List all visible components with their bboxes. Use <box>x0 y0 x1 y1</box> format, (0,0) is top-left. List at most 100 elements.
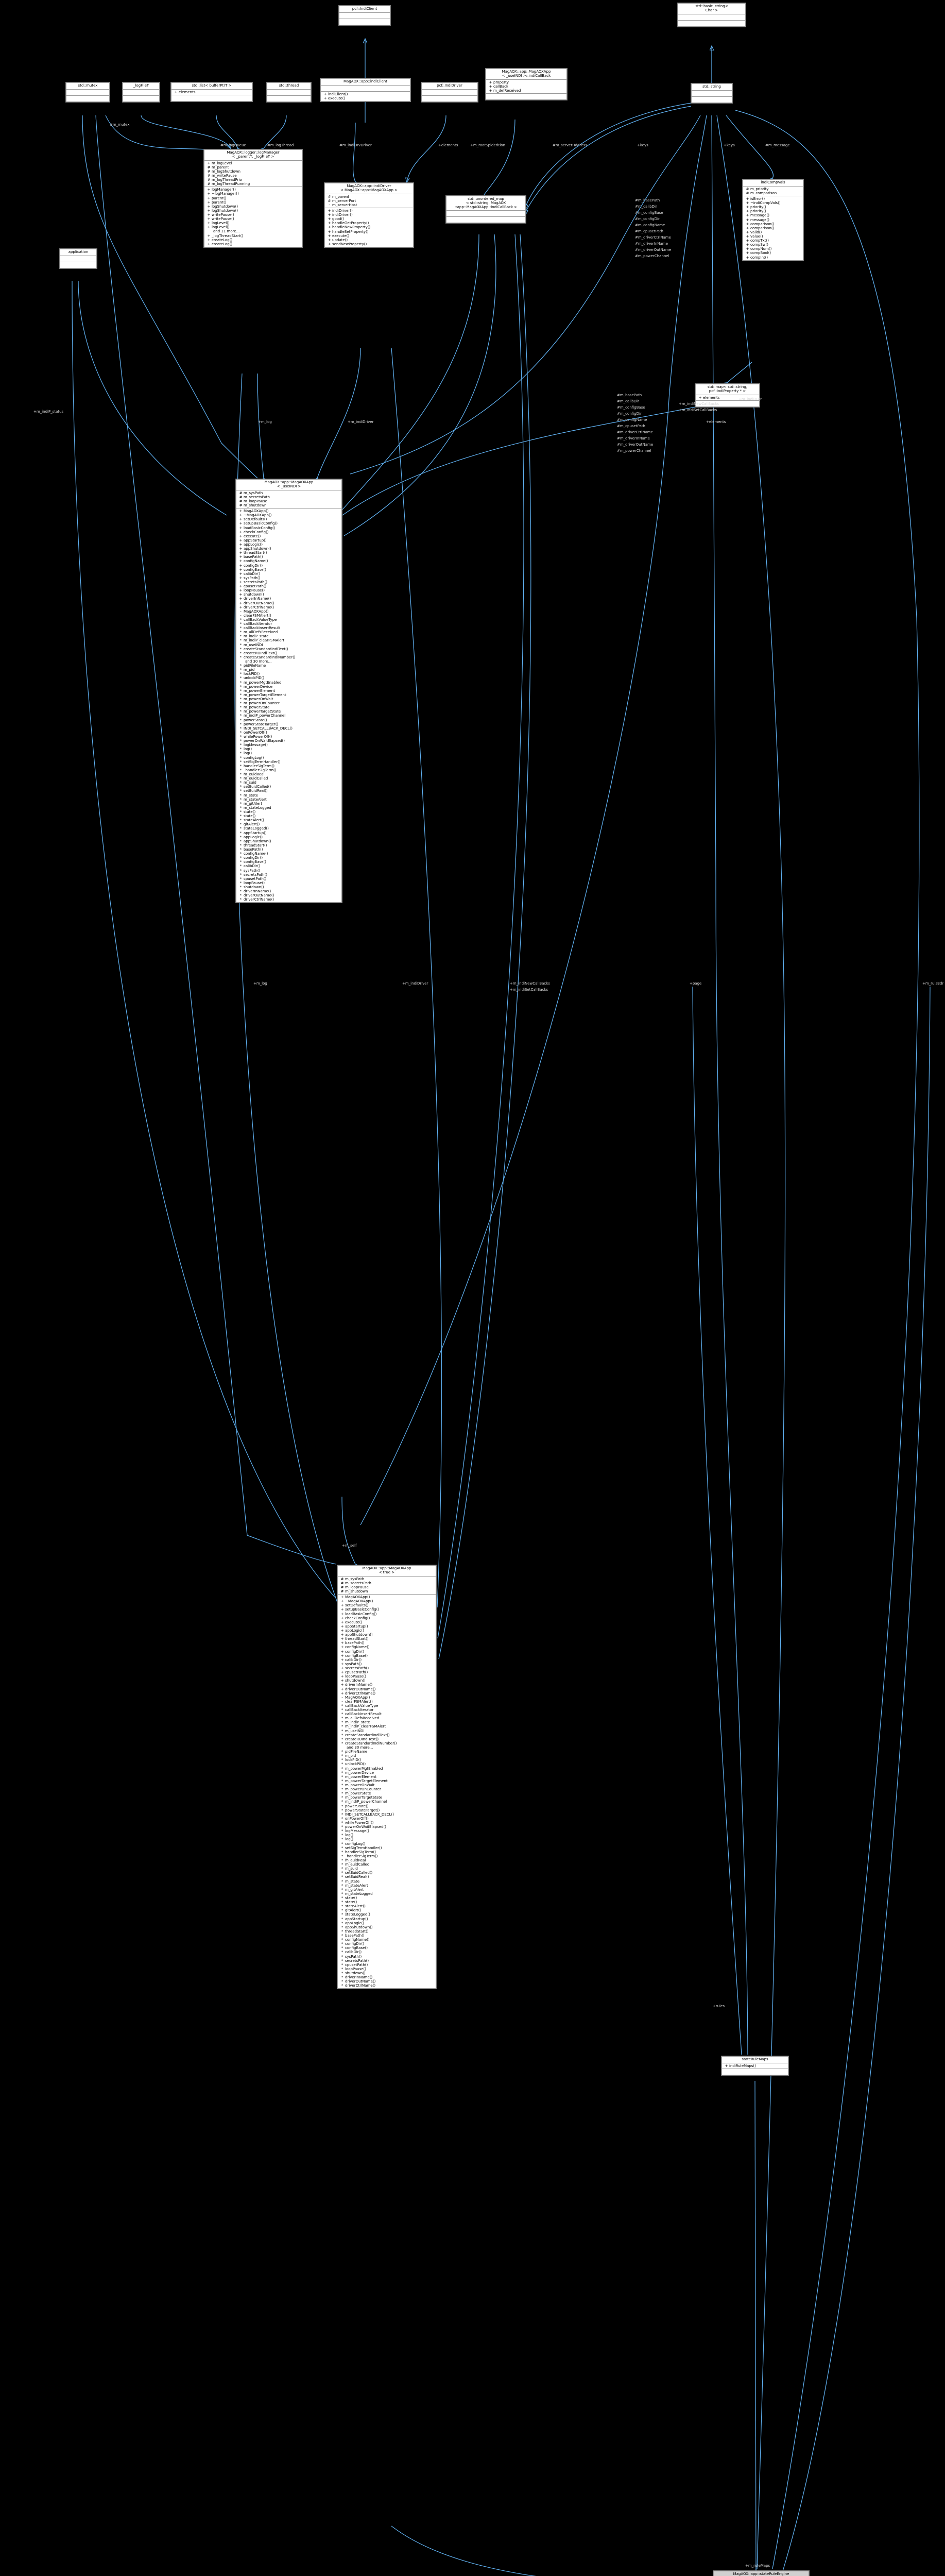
member-row[interactable]: *gitAlert() <box>236 822 341 826</box>
member-row[interactable]: +handleGetProperty() <box>325 221 413 225</box>
member-row[interactable]: +configBase() <box>338 1654 436 1658</box>
member-row[interactable]: #m_logThreadRunning <box>204 182 302 186</box>
member-row[interactable]: *powerState() <box>236 718 341 722</box>
member-row[interactable]: *m_powerOnCounter <box>338 1787 436 1791</box>
member-row[interactable]: *appShutdown() <box>236 839 341 843</box>
member-row[interactable]: +setupBasicConfig() <box>236 521 341 526</box>
member-row[interactable]: *pidFileName <box>338 1750 436 1754</box>
member-row[interactable]: *m_pid <box>338 1754 436 1758</box>
class-node-logmanager[interactable]: MagAOX::logger::logManager < _parentT, _… <box>204 149 302 247</box>
member-row[interactable]: *m_powerTargetState <box>236 709 341 714</box>
member-row[interactable]: *lockPID() <box>338 1758 436 1762</box>
member-row[interactable]: +logShutdown() <box>204 205 302 209</box>
member-row[interactable]: +createLog() <box>204 242 302 246</box>
class-node-magaox_app_indiclient[interactable]: MagAOX::app::indiClient+indiClient()+exe… <box>320 78 410 102</box>
member-row[interactable]: #m_secretsPath <box>236 495 341 499</box>
class-node-logfilet[interactable]: _logFileT <box>123 82 160 102</box>
member-row[interactable]: +compTxt() <box>743 239 803 243</box>
member-row[interactable]: *createStandardIndiText() <box>236 647 341 651</box>
member-row[interactable]: *onPowerOff() <box>338 1817 436 1821</box>
member-row[interactable]: +checkConfig() <box>338 1616 436 1620</box>
member-row[interactable]: +valid() <box>743 230 803 234</box>
member-row[interactable]: *createROIndiText() <box>236 651 341 655</box>
member-row[interactable]: *loopPause() <box>236 881 341 885</box>
member-more[interactable]: and 30 more... <box>338 1745 436 1750</box>
member-row[interactable]: *configName() <box>338 1938 436 1942</box>
member-row[interactable]: *m_euidReal <box>236 772 341 776</box>
member-row[interactable]: *m_indiP_clearFSMAlert <box>236 638 341 642</box>
member-row[interactable]: #m_loopPause <box>338 1585 436 1589</box>
member-row[interactable]: +sysPath() <box>338 1662 436 1666</box>
member-row[interactable]: +sysPath() <box>236 576 341 580</box>
member-row[interactable]: *state() <box>338 1896 436 1900</box>
member-row[interactable]: *shutdown() <box>338 1971 436 1975</box>
member-row[interactable]: *stateAlert() <box>338 1904 436 1908</box>
member-row[interactable]: *appStartup() <box>338 1917 436 1921</box>
member-row[interactable]: *m_indiP_powerChannel <box>236 714 341 718</box>
member-row[interactable]: +writePause() <box>204 213 302 217</box>
class-node-statemutexmap[interactable]: stateRuleMaps+indiRuleMaps() <box>721 2056 788 2075</box>
member-row[interactable]: +appShutdown() <box>338 1633 436 1637</box>
member-row[interactable]: *m_suid <box>338 1867 436 1871</box>
member-row[interactable]: *driverOutName() <box>236 893 341 897</box>
class-node-magaoxapp_useindi[interactable]: MagAOX::app::MagAOXApp < _useINDI >#m_sy… <box>236 479 342 903</box>
member-row[interactable]: +appLogic() <box>236 543 341 547</box>
member-row[interactable]: *powerOnWaitElapsed() <box>338 1825 436 1829</box>
member-row[interactable]: +compInt() <box>743 256 803 260</box>
class-node-std_map_indicompvals[interactable]: std::map< std::string, pcf::indiProperty… <box>695 384 760 407</box>
member-row[interactable]: *setEuidReal() <box>236 789 341 793</box>
member-row[interactable]: +elements <box>171 90 252 94</box>
member-row[interactable]: *setSigTermHandler() <box>236 760 341 764</box>
member-row[interactable]: +configBase() <box>236 568 341 572</box>
member-row[interactable]: #m_parent <box>325 195 413 199</box>
member-row[interactable]: +comparison() <box>743 226 803 230</box>
member-row[interactable]: *powerState() <box>338 1804 436 1808</box>
member-row[interactable]: +~logManager() <box>204 192 302 196</box>
member-row[interactable]: +driverCtrlName() <box>236 605 341 609</box>
member-more[interactable]: and 11 more... <box>204 229 302 233</box>
member-row[interactable]: +compBool() <box>743 251 803 255</box>
member-row[interactable]: *createROIndiText() <box>338 1737 436 1741</box>
class-node-std_basic_string[interactable]: std::basic_string< Char > <box>678 3 746 27</box>
member-row[interactable]: *m_indiP_powerChannel <box>338 1800 436 1804</box>
member-row[interactable]: +compSw() <box>743 243 803 247</box>
member-row[interactable]: #m_shutdown <box>338 1589 436 1594</box>
member-row[interactable]: *m_gitAlert <box>236 802 341 806</box>
member-row[interactable]: *driverCtrlName() <box>236 897 341 902</box>
member-row[interactable]: *m_powerTargetElement <box>338 1779 436 1783</box>
member-row[interactable]: *setSigTermHandler() <box>338 1846 436 1850</box>
member-row[interactable]: +comparison() <box>743 222 803 226</box>
member-row[interactable]: +appStartup() <box>338 1624 436 1629</box>
class-node-magaoxapp_indidriver[interactable]: MagAOX::app::indiDriver < MagAOX::app::M… <box>324 183 414 247</box>
member-more[interactable]: and 30 more... <box>236 659 341 664</box>
member-row[interactable]: +execute() <box>321 96 410 100</box>
member-row[interactable]: -clearFSMAlert() <box>236 614 341 618</box>
class-node-std_thread[interactable]: std::thread <box>267 82 311 102</box>
member-row[interactable]: +setDefaults() <box>236 517 341 521</box>
member-row[interactable]: *INDI_SETCALLBACK_DECL() <box>236 726 341 731</box>
member-row[interactable]: *secretsPath() <box>236 873 341 877</box>
member-row[interactable]: *callBackInsertResult <box>236 626 341 630</box>
member-row[interactable]: *m_gitAlert <box>338 1888 436 1892</box>
member-row[interactable]: +indiDriver() <box>325 213 413 217</box>
member-row[interactable]: *m_allDefsReceived <box>236 630 341 634</box>
member-row[interactable]: +indiRuleMaps() <box>722 2064 788 2068</box>
member-row[interactable]: *sysPath() <box>236 869 341 873</box>
member-row[interactable]: *callBackValueType <box>338 1704 436 1708</box>
class-node-application[interactable]: application <box>60 249 97 268</box>
member-row[interactable]: +driverInName() <box>236 597 341 601</box>
member-row[interactable]: *m_powerMgtEnabled <box>236 681 341 685</box>
member-row[interactable]: +loadBasicConfig() <box>338 1612 436 1616</box>
member-row[interactable]: *configLog() <box>338 1842 436 1846</box>
member-row[interactable]: *configDir() <box>338 1942 436 1946</box>
member-row[interactable]: *_handlerSigTerm() <box>236 768 341 772</box>
member-row[interactable]: *whilePowerOff() <box>236 735 341 739</box>
member-row[interactable]: *configDir() <box>236 856 341 860</box>
member-row[interactable]: *m_euidCalled <box>236 776 341 781</box>
member-row[interactable]: *m_powerElement <box>338 1775 436 1779</box>
member-row[interactable]: *cpusetPath() <box>338 1963 436 1967</box>
member-row[interactable]: #m_secretsPath <box>338 1581 436 1585</box>
member-row[interactable]: *driverInName() <box>236 889 341 893</box>
member-row[interactable]: +logLevel() <box>204 225 302 229</box>
member-row[interactable]: *m_state <box>236 793 341 798</box>
